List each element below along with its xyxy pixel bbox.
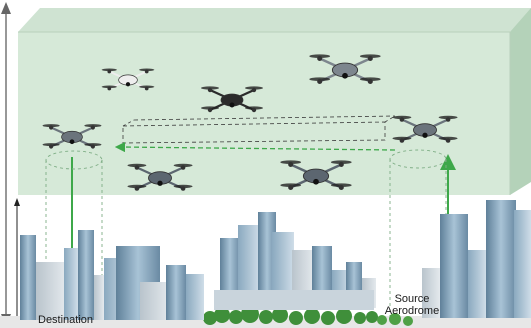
drone-icon bbox=[127, 163, 193, 191]
city-right bbox=[422, 200, 531, 318]
flight-corridor bbox=[122, 115, 396, 144]
city-left bbox=[20, 230, 204, 320]
source-label-line1: Source bbox=[394, 293, 430, 305]
airspace-front-face bbox=[18, 32, 510, 195]
source-label-line2: Aerodrome bbox=[384, 305, 440, 317]
city-center bbox=[214, 212, 376, 310]
altitude-axis bbox=[1, 2, 20, 326]
airspace-side-face bbox=[510, 8, 531, 195]
destination-label: Destination bbox=[38, 314, 94, 326]
arrow-up-icon bbox=[1, 2, 11, 14]
source-aerodrome-label: Source Aerodrome bbox=[374, 293, 450, 317]
drone-icon bbox=[392, 115, 458, 143]
drones bbox=[42, 54, 458, 191]
drone-icon bbox=[309, 54, 381, 85]
tree-icon bbox=[203, 305, 378, 325]
airspace-top-face bbox=[18, 8, 531, 32]
drone-icon bbox=[201, 86, 263, 113]
drone-icon bbox=[42, 124, 102, 149]
drone-icon bbox=[101, 68, 155, 91]
airspace-volume bbox=[18, 8, 531, 195]
drone-icon bbox=[280, 160, 352, 191]
